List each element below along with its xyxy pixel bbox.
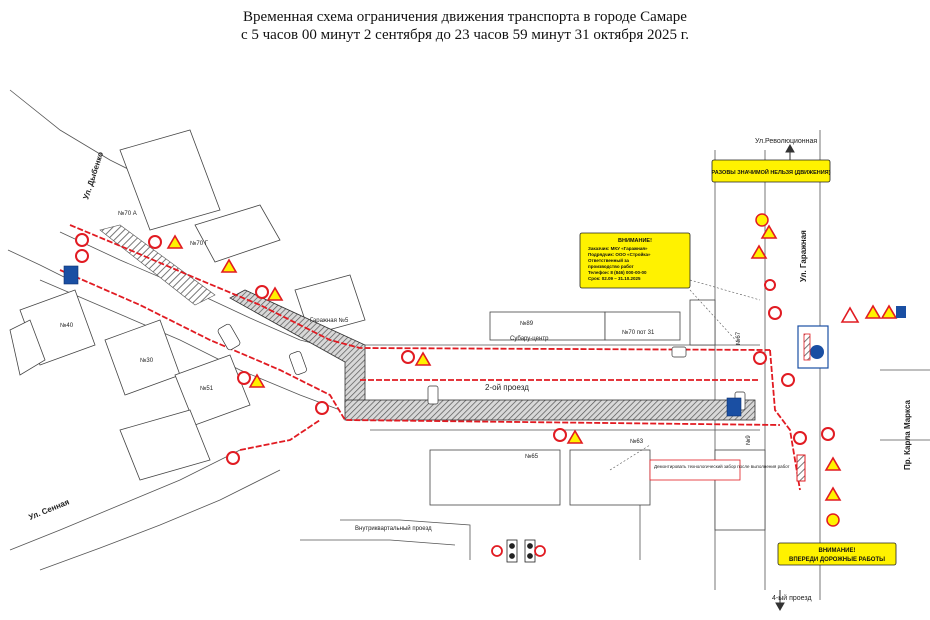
building-outlines xyxy=(9,129,766,531)
label-b89: №89 xyxy=(520,320,534,327)
label-b63: №63 xyxy=(630,438,644,445)
label-b30: №30 xyxy=(140,357,154,364)
street-dybenko-label: Ул. Дыбенко xyxy=(81,151,105,201)
label-garazhnaya5: Гаражная №5 xyxy=(310,317,349,324)
street-garazhnaya-label: Ул. Гаражная xyxy=(799,230,808,282)
label-subaru: Субару-центр xyxy=(510,336,549,342)
label-b70a: №70 А xyxy=(118,210,137,217)
building-89 xyxy=(489,311,606,341)
notice-center: ВНИМАНИЕ! Заказчик: МКУ «Гаражная» Подря… xyxy=(579,232,691,289)
label-b65: №65 xyxy=(525,453,539,460)
label-b70-31: №70 пот 31 xyxy=(622,329,655,336)
building-labels: №70 А №70 Г №40 №30 №51 Гаражная №5 №89 … xyxy=(60,210,752,460)
svg-text:ВНИМАНИЕ!: ВНИМАНИЕ! xyxy=(819,548,856,554)
prohibition-signs xyxy=(75,233,835,465)
svg-text:ВНИМАНИЕ!: ВНИМАНИЕ! xyxy=(618,238,652,244)
work-zone xyxy=(99,224,756,421)
label-b67: №67 xyxy=(735,331,742,345)
proezd4-label: 4-ый проезд xyxy=(772,594,812,602)
street-revolyutsionnaya-label: Ул.Революционная xyxy=(755,138,817,145)
building-70g xyxy=(194,204,281,263)
scheme-title-line1: Временная схема ограничения движения тра… xyxy=(243,9,687,25)
label-b40: №40 xyxy=(60,322,74,329)
yellow-round-signs xyxy=(755,213,840,527)
warning-signs xyxy=(166,224,898,501)
svg-text:Срок: 02.09 – 31.10.2025: Срок: 02.09 – 31.10.2025 xyxy=(588,276,641,281)
street-karla-marksa-label: Пр. Карла Маркса xyxy=(903,400,912,470)
direction-arrows xyxy=(775,143,795,612)
svg-text:Демонтировать технологический: Демонтировать технологический забор посл… xyxy=(654,463,790,469)
closure-lines xyxy=(59,224,801,491)
svg-text:Заказчик: МКУ «Гаражная»: Заказчик: МКУ «Гаражная» xyxy=(588,246,648,251)
note-box: Демонтировать технологический забор посл… xyxy=(649,459,790,481)
traffic-lights xyxy=(491,539,546,563)
svg-text:Телефон: 8 (846) 000-00-00: Телефон: 8 (846) 000-00-00 xyxy=(588,269,647,275)
building-70a xyxy=(119,129,221,231)
svg-text:РАЗОВЫ ЗНАЧИМОЙ НЕЛЬЗЯ (ДВИЖЕН: РАЗОВЫ ЗНАЧИМОЙ НЕЛЬЗЯ (ДВИЖЕНИЯ) xyxy=(712,168,831,176)
label-b51: №51 xyxy=(200,385,214,392)
svg-text:производство работ: производство работ xyxy=(588,263,634,269)
proezd2-label: 2-ой проезд xyxy=(485,383,529,392)
building-63 xyxy=(569,449,651,506)
svg-text:Ответственный за: Ответственный за xyxy=(588,257,629,263)
building-left-edge xyxy=(9,319,46,376)
label-b9: №9 xyxy=(745,435,752,445)
street-sennaya-label: Ул. Сенная xyxy=(27,497,71,522)
building-51 xyxy=(174,354,251,426)
svg-text:ВПЕРЕДИ ДОРОЖНЫЕ РАБОТЫ: ВПЕРЕДИ ДОРОЖНЫЕ РАБОТЫ xyxy=(789,557,885,563)
notice-bottom-right: ВНИМАНИЕ! ВПЕРЕДИ ДОРОЖНЫЕ РАБОТЫ xyxy=(777,542,897,566)
label-b70g: №70 Г xyxy=(190,240,209,247)
scheme-title-line2: с 5 часов 00 минут 2 сентября до 23 часо… xyxy=(240,27,690,43)
building-67 xyxy=(689,299,716,346)
blue-info-signs xyxy=(63,265,906,417)
building-70-31 xyxy=(604,311,681,341)
leader-lines xyxy=(609,279,761,471)
svg-text:Подрядчик: ООО «Стройка»: Подрядчик: ООО «Стройка» xyxy=(588,251,651,257)
notice-top-right: РАЗОВЫ ЗНАЧИМОЙ НЕЛЬЗЯ (ДВИЖЕНИЯ) xyxy=(712,159,831,183)
building-65 xyxy=(429,449,561,506)
barrier-post xyxy=(796,454,806,482)
building-lower-left xyxy=(119,409,211,481)
vnutrikvartalny-label: Внутриквартальный проезд xyxy=(355,525,432,532)
